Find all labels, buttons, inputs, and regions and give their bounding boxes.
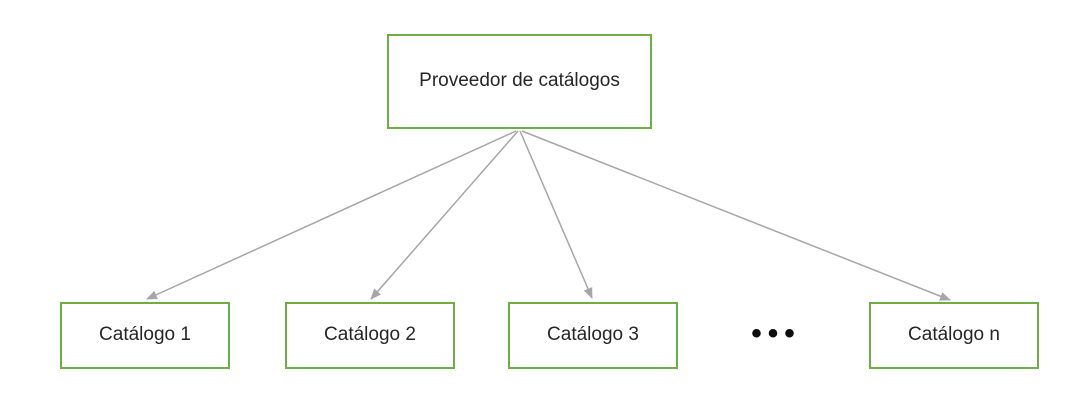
arrow-root-to-catalogo-2 <box>370 130 519 300</box>
node-label: Catálogo 1 <box>99 324 191 346</box>
node-catalogo-3: Catálogo 3 <box>508 302 678 369</box>
node-catalogo-1: Catálogo 1 <box>60 302 230 369</box>
node-label: Catálogo 2 <box>324 324 416 346</box>
node-label: Proveedor de catálogos <box>419 70 620 92</box>
ellipsis-more-catalogs: ••• <box>751 317 801 350</box>
node-catalogo-2: Catálogo 2 <box>285 302 455 369</box>
node-proveedor-de-catalogos: Proveedor de catálogos <box>387 34 652 129</box>
arrow-root-to-catalogo-1 <box>146 130 517 300</box>
arrow-root-to-catalogo-n <box>521 130 951 301</box>
node-label: Catálogo 3 <box>547 324 639 346</box>
node-catalogo-n: Catálogo n <box>869 302 1039 369</box>
arrow-root-to-catalogo-3 <box>519 130 593 299</box>
node-label: Catálogo n <box>908 324 1000 346</box>
